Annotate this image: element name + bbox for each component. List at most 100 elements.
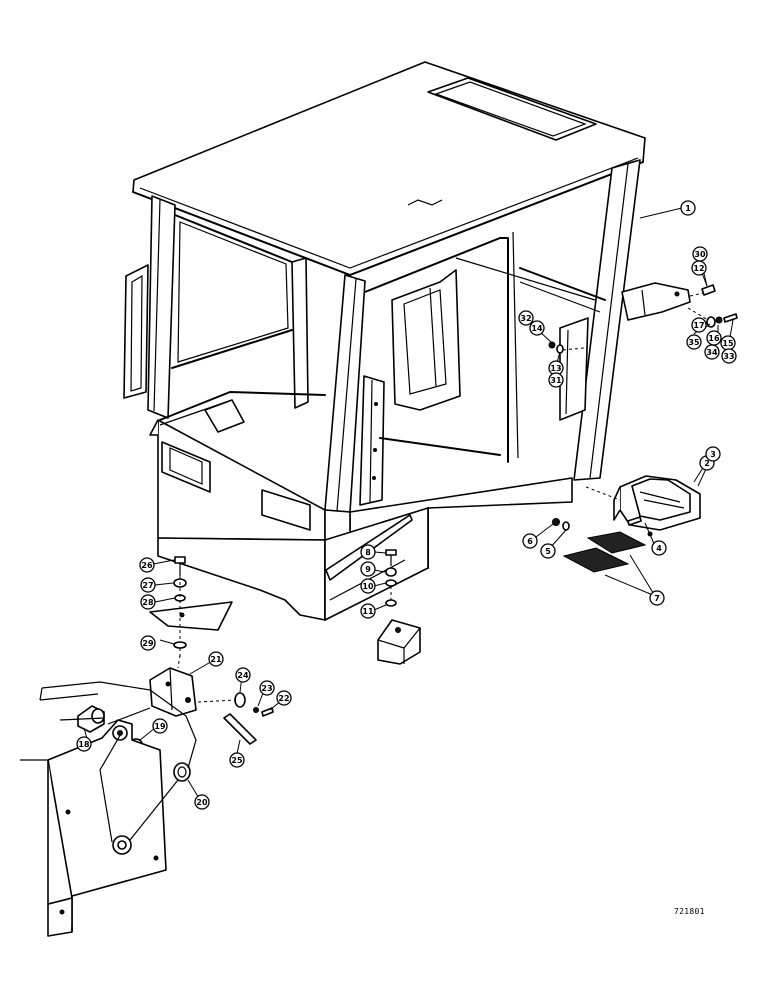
callout-number: 24 [237, 671, 249, 680]
callout-23: 23 [259, 680, 275, 696]
callout-number: 19 [154, 722, 166, 731]
callout-number: 14 [531, 324, 543, 333]
callout-30: 30 [692, 246, 708, 262]
callout-circle [548, 372, 564, 388]
callout-6: 6 [522, 533, 538, 549]
callout-number: 5 [545, 547, 551, 556]
callout-circle [229, 752, 245, 768]
callout-number: 7 [654, 594, 660, 603]
callout-35: 35 [686, 334, 702, 350]
callout-circle [704, 344, 720, 360]
callout-22: 22 [276, 690, 292, 706]
callout-number: 30 [694, 250, 706, 259]
left-mount-assembly [149, 556, 233, 660]
callout-circle [529, 320, 545, 336]
callout-5: 5 [540, 543, 556, 559]
callout-circle [259, 680, 275, 696]
callout-16: 16 [706, 330, 722, 346]
callout-25: 25 [229, 752, 245, 768]
callout-18: 18 [76, 736, 92, 752]
callout-circle [686, 334, 702, 350]
cab-assembly [123, 61, 646, 621]
callout-11: 11 [360, 603, 376, 619]
callout-circle [194, 794, 210, 810]
callout-number: 27 [142, 581, 153, 590]
callout-labels: 1234567891011121314151617181920212223242… [76, 200, 737, 810]
callout-number: 8 [365, 548, 371, 557]
callout-number: 18 [78, 740, 90, 749]
rear-bracket-assembly [548, 282, 738, 354]
callout-29: 29 [140, 635, 156, 651]
callout-number: 9 [365, 565, 371, 574]
callout-number: 2 [704, 459, 710, 468]
step-assembly [552, 475, 701, 573]
right-mount-assembly [377, 549, 421, 665]
callout-7: 7 [649, 590, 665, 606]
callout-circle [360, 578, 376, 594]
callout-circle [139, 557, 155, 573]
callout-circle [680, 200, 696, 216]
callout-circle [360, 603, 376, 619]
callout-circle [152, 718, 168, 734]
callout-number: 11 [362, 607, 374, 616]
callout-number: 6 [527, 537, 533, 546]
callout-9: 9 [360, 561, 376, 577]
callout-number: 34 [706, 348, 718, 357]
callout-27: 27 [140, 577, 156, 593]
callout-26: 26 [139, 557, 155, 573]
callout-number: 29 [142, 639, 154, 648]
callout-32: 32 [518, 310, 534, 326]
callout-number: 28 [142, 598, 154, 607]
callout-number: 10 [362, 582, 374, 591]
drawing-number: 721801 [674, 907, 705, 916]
callout-number: 33 [723, 352, 734, 361]
callout-circle [705, 446, 721, 462]
callout-circle [140, 594, 156, 610]
callout-number: 21 [210, 655, 222, 664]
callout-17: 17 [691, 317, 707, 333]
callout-number: 4 [656, 544, 662, 553]
callout-circle [518, 310, 534, 326]
callout-number: 17 [693, 321, 704, 330]
callout-circle [140, 577, 156, 593]
callout-20: 20 [194, 794, 210, 810]
callout-10: 10 [360, 578, 376, 594]
callout-13: 13 [548, 360, 564, 376]
callout-circle [140, 635, 156, 651]
callout-circle [235, 667, 251, 683]
callout-3: 3 [705, 446, 721, 462]
callout-number: 15 [722, 339, 734, 348]
callout-28: 28 [140, 594, 156, 610]
callout-number: 12 [693, 264, 704, 273]
callout-circle [540, 543, 556, 559]
callout-circle [522, 533, 538, 549]
callout-number: 20 [196, 798, 208, 807]
callout-number: 31 [550, 376, 562, 385]
callout-number: 1 [685, 204, 691, 213]
callout-number: 13 [550, 364, 561, 373]
callout-31: 31 [548, 372, 564, 388]
callout-21: 21 [208, 651, 224, 667]
callout-circle [692, 246, 708, 262]
callout-number: 3 [710, 450, 716, 459]
callout-circle [691, 317, 707, 333]
callout-24: 24 [235, 667, 251, 683]
callout-circle [360, 544, 376, 560]
callout-circle [649, 590, 665, 606]
callout-1: 1 [680, 200, 696, 216]
callout-number: 23 [261, 684, 272, 693]
callout-number: 35 [688, 338, 700, 347]
callout-circle [208, 651, 224, 667]
callout-number: 16 [708, 334, 720, 343]
callout-4: 4 [651, 540, 667, 556]
callout-number: 26 [141, 561, 153, 570]
callout-14: 14 [529, 320, 545, 336]
callout-circle [76, 736, 92, 752]
callout-number: 25 [231, 756, 243, 765]
callout-number: 32 [520, 314, 531, 323]
callout-34: 34 [704, 344, 720, 360]
callout-33: 33 [721, 348, 737, 364]
callout-circle [276, 690, 292, 706]
callout-circle [651, 540, 667, 556]
